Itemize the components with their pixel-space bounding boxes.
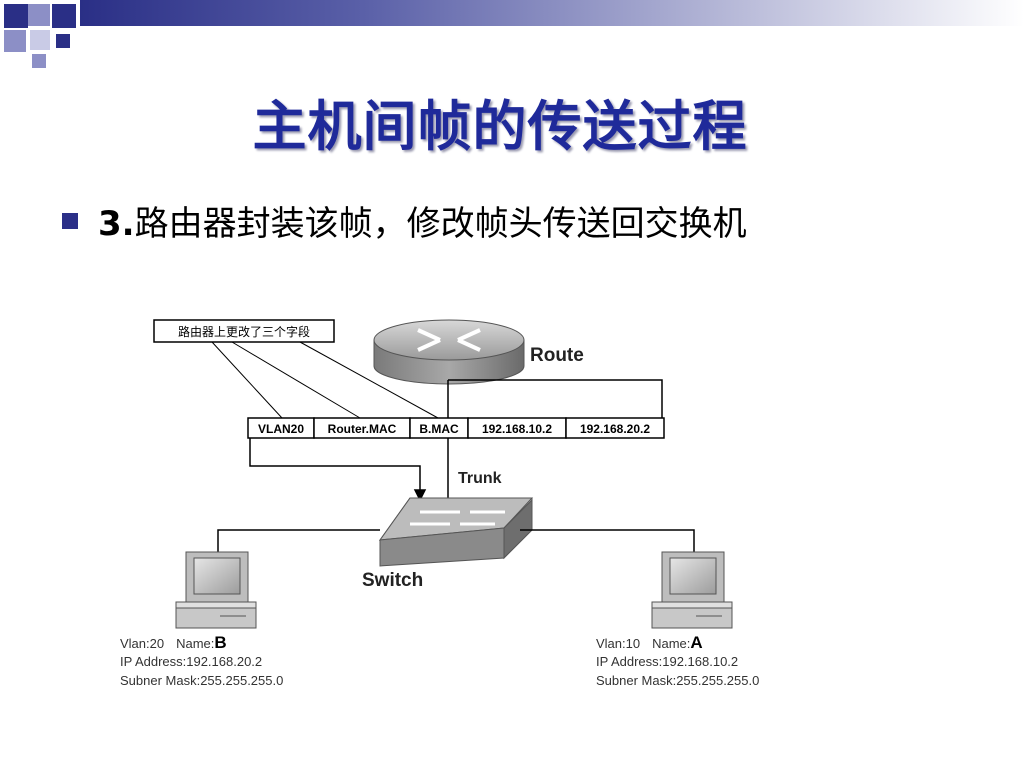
host-a-computer-icon xyxy=(651,551,733,629)
router-icon xyxy=(373,319,525,385)
host-b-mask: Subner Mask:255.255.255.0 xyxy=(120,673,283,688)
trunk-label: Trunk xyxy=(458,470,502,487)
frame-field-vlan: VLAN20 xyxy=(258,422,304,436)
frame-field-dst-ip: 192.168.20.2 xyxy=(580,422,650,436)
host-a-info: Vlan:10 Name:A IP Address:192.168.10.2 Su… xyxy=(596,633,759,688)
host-a-vlan: Vlan:10 xyxy=(596,636,640,651)
bullet-number: 3. xyxy=(98,204,135,244)
router-link xyxy=(447,379,663,418)
square-bullet-icon xyxy=(62,212,78,229)
host-b-name: B xyxy=(214,633,226,652)
host-a-mask: Subner Mask:255.255.255.0 xyxy=(596,673,759,688)
host-a-name-prefix: Name: xyxy=(652,636,690,651)
switch-label: Switch xyxy=(362,570,423,591)
bullet-item: 3.路由器封装该帧，修改帧头传送回交换机 xyxy=(62,196,747,245)
slide-title: 主机间帧的传送过程 xyxy=(252,94,748,158)
frame-field-src-ip: 192.168.10.2 xyxy=(482,422,552,436)
host-links xyxy=(217,529,695,552)
router-label: Route xyxy=(530,345,584,366)
host-b-ip: IP Address:192.168.20.2 xyxy=(120,654,262,669)
header-gradient-bar xyxy=(80,0,1024,26)
changed-fields-callout: 路由器上更改了三个字段 xyxy=(153,319,335,343)
host-b-info: Vlan:20 Name:B IP Address:192.168.20.2 Su… xyxy=(120,633,283,688)
frame-header: VLAN20 Router.MAC B.MAC 192.168.10.2 192… xyxy=(247,417,665,439)
frame-to-switch-arrow xyxy=(249,438,427,502)
host-a-ip: IP Address:192.168.10.2 xyxy=(596,654,738,669)
host-b-vlan: Vlan:20 xyxy=(120,636,164,651)
bullet-text: 路由器封装该帧，修改帧头传送回交换机 xyxy=(134,204,747,244)
switch-icon xyxy=(378,497,534,567)
callout-pointer-lines xyxy=(211,341,439,419)
frame-field-b-mac: B.MAC xyxy=(419,422,459,436)
frame-field-router-mac: Router.MAC xyxy=(328,422,397,436)
host-b-computer-icon xyxy=(175,551,257,629)
callout-text: 路由器上更改了三个字段 xyxy=(178,324,310,339)
host-a-name: A xyxy=(690,633,702,652)
host-b-name-prefix: Name: xyxy=(176,636,214,651)
